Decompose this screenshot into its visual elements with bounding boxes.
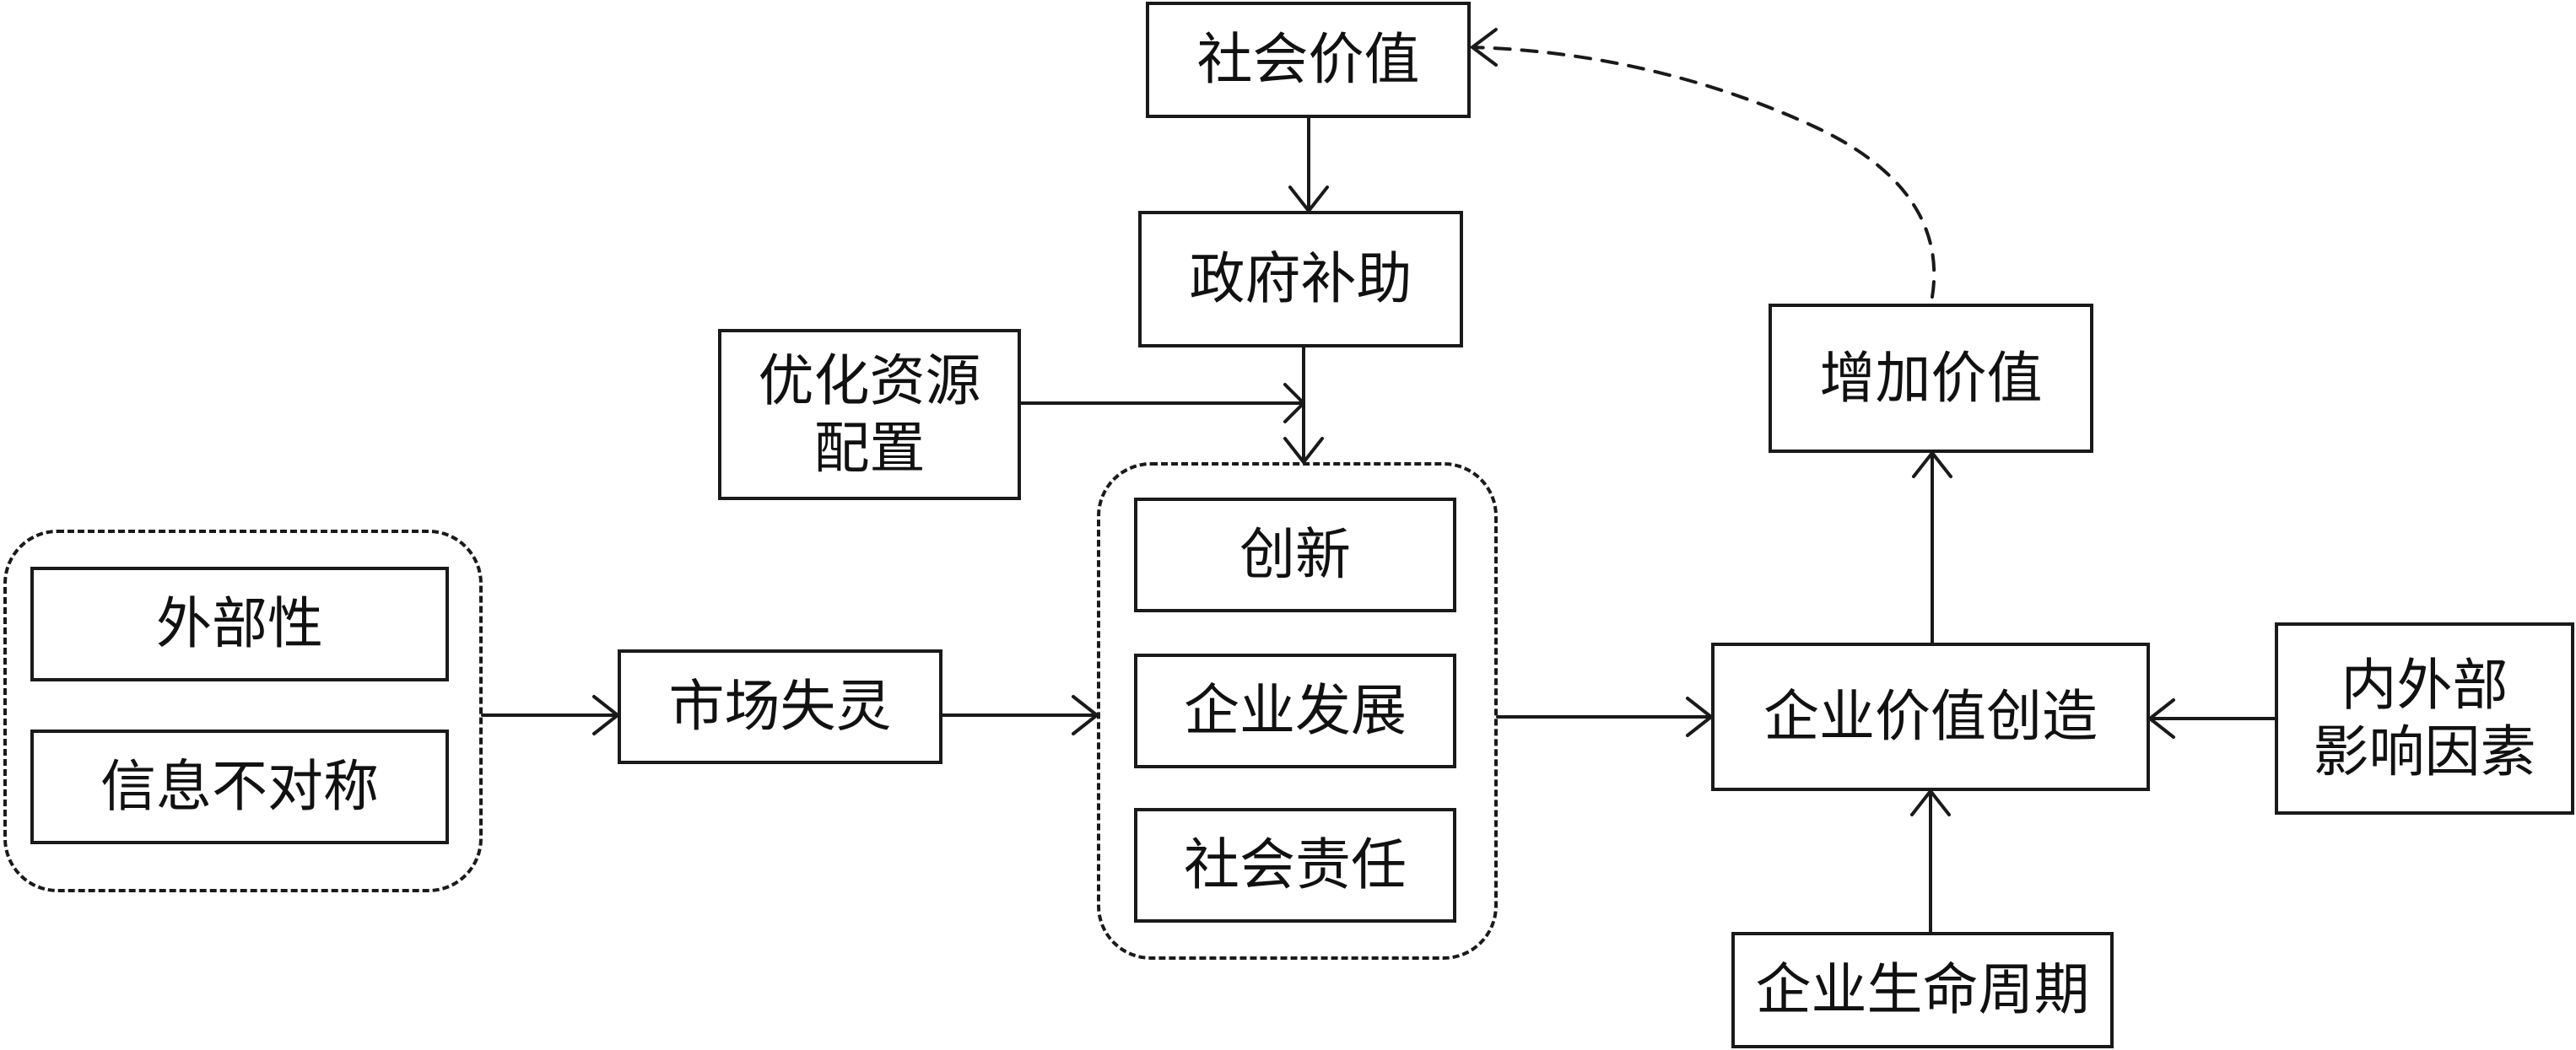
arrowhead-added — [1912, 451, 1952, 478]
innovation-label: 创新 — [1239, 522, 1351, 588]
innovation-development-responsibility-group — [1097, 462, 1498, 960]
added-value-label: 增加价值 — [1819, 345, 2043, 411]
internal-external-factors-box: 内外部 影响因素 — [2275, 622, 2574, 815]
government-subsidy-label: 政府补助 — [1189, 246, 1412, 312]
information-asymmetry-label: 信息不对称 — [100, 754, 379, 820]
enterprise-development-box: 企业发展 — [1134, 654, 1456, 768]
information-asymmetry-box: 信息不对称 — [30, 730, 449, 844]
externality-label: 外部性 — [156, 591, 323, 657]
enterprise-value-creation-box: 企业价值创造 — [1711, 643, 2150, 791]
edge-added-to-social-dashed — [1471, 46, 1936, 299]
internal-external-factors-label-line1: 内外部 — [2341, 652, 2508, 718]
enterprise-development-label: 企业发展 — [1184, 678, 1407, 744]
market-failure-box: 市场失灵 — [618, 649, 942, 764]
enterprise-lifecycle-label: 企业生命周期 — [1755, 957, 2090, 1023]
innovation-box: 创新 — [1134, 498, 1456, 612]
added-value-box: 增加价值 — [1769, 304, 2093, 453]
internal-external-factors-label-line2: 影响因素 — [2313, 719, 2536, 784]
social-value-box: 社会价值 — [1146, 2, 1471, 118]
social-responsibility-label: 社会责任 — [1184, 832, 1407, 898]
government-subsidy-box: 政府补助 — [1138, 211, 1463, 347]
market-failure-causes-group — [3, 530, 483, 892]
market-failure-label: 市场失灵 — [668, 674, 892, 740]
arrowhead-social — [1471, 28, 1498, 67]
optimize-allocation-label-line2: 配置 — [813, 415, 926, 481]
arrowhead-creation-right — [2148, 698, 2175, 739]
arrowhead-optimize — [1283, 383, 1305, 423]
enterprise-value-creation-label: 企业价值创造 — [1763, 684, 2098, 750]
social-value-label: 社会价值 — [1196, 27, 1420, 93]
optimize-allocation-box: 优化资源 配置 — [718, 329, 1021, 500]
optimize-allocation-label-line1: 优化资源 — [758, 348, 981, 414]
social-responsibility-box: 社会责任 — [1134, 808, 1456, 923]
externality-box: 外部性 — [30, 567, 449, 681]
enterprise-lifecycle-box: 企业生命周期 — [1731, 932, 2114, 1048]
arrowhead-creation-bottom — [1910, 789, 1951, 816]
